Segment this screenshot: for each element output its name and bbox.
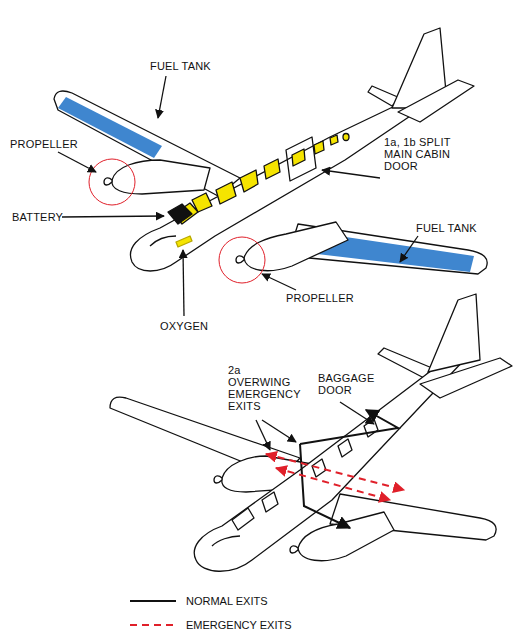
part-label: PROPELLER [10,138,100,150]
part-label: PROPELLER [286,292,376,304]
legend-row: EMERGENCY EXITS [130,618,330,634]
part-label: 1a, 1b SPLIT MAIN CABIN DOOR [384,136,456,172]
part-label: OXYGEN [160,320,240,332]
propeller-arc [219,237,265,283]
legend-swatch [130,618,178,632]
part-label: FUEL TANK [416,222,506,234]
part-label: FUEL TANK [150,60,240,72]
part-label: 2a OVERWING EMERGENCY EXITS [228,364,294,412]
legend-text: NORMAL EXITS [186,595,268,607]
leader-lines [256,402,374,450]
part-label: BAGGAGE DOOR [318,372,374,396]
legend-text: EMERGENCY EXITS [186,619,292,631]
propeller-arc [89,159,135,205]
exit-paths [266,410,404,528]
legend-row: NORMAL EXITS [130,594,330,610]
bottom-aircraft [110,294,512,571]
top-aircraft [54,28,487,274]
part-label: BATTERY [12,211,92,223]
legend-swatch [130,594,178,608]
leader-lines [58,76,418,316]
